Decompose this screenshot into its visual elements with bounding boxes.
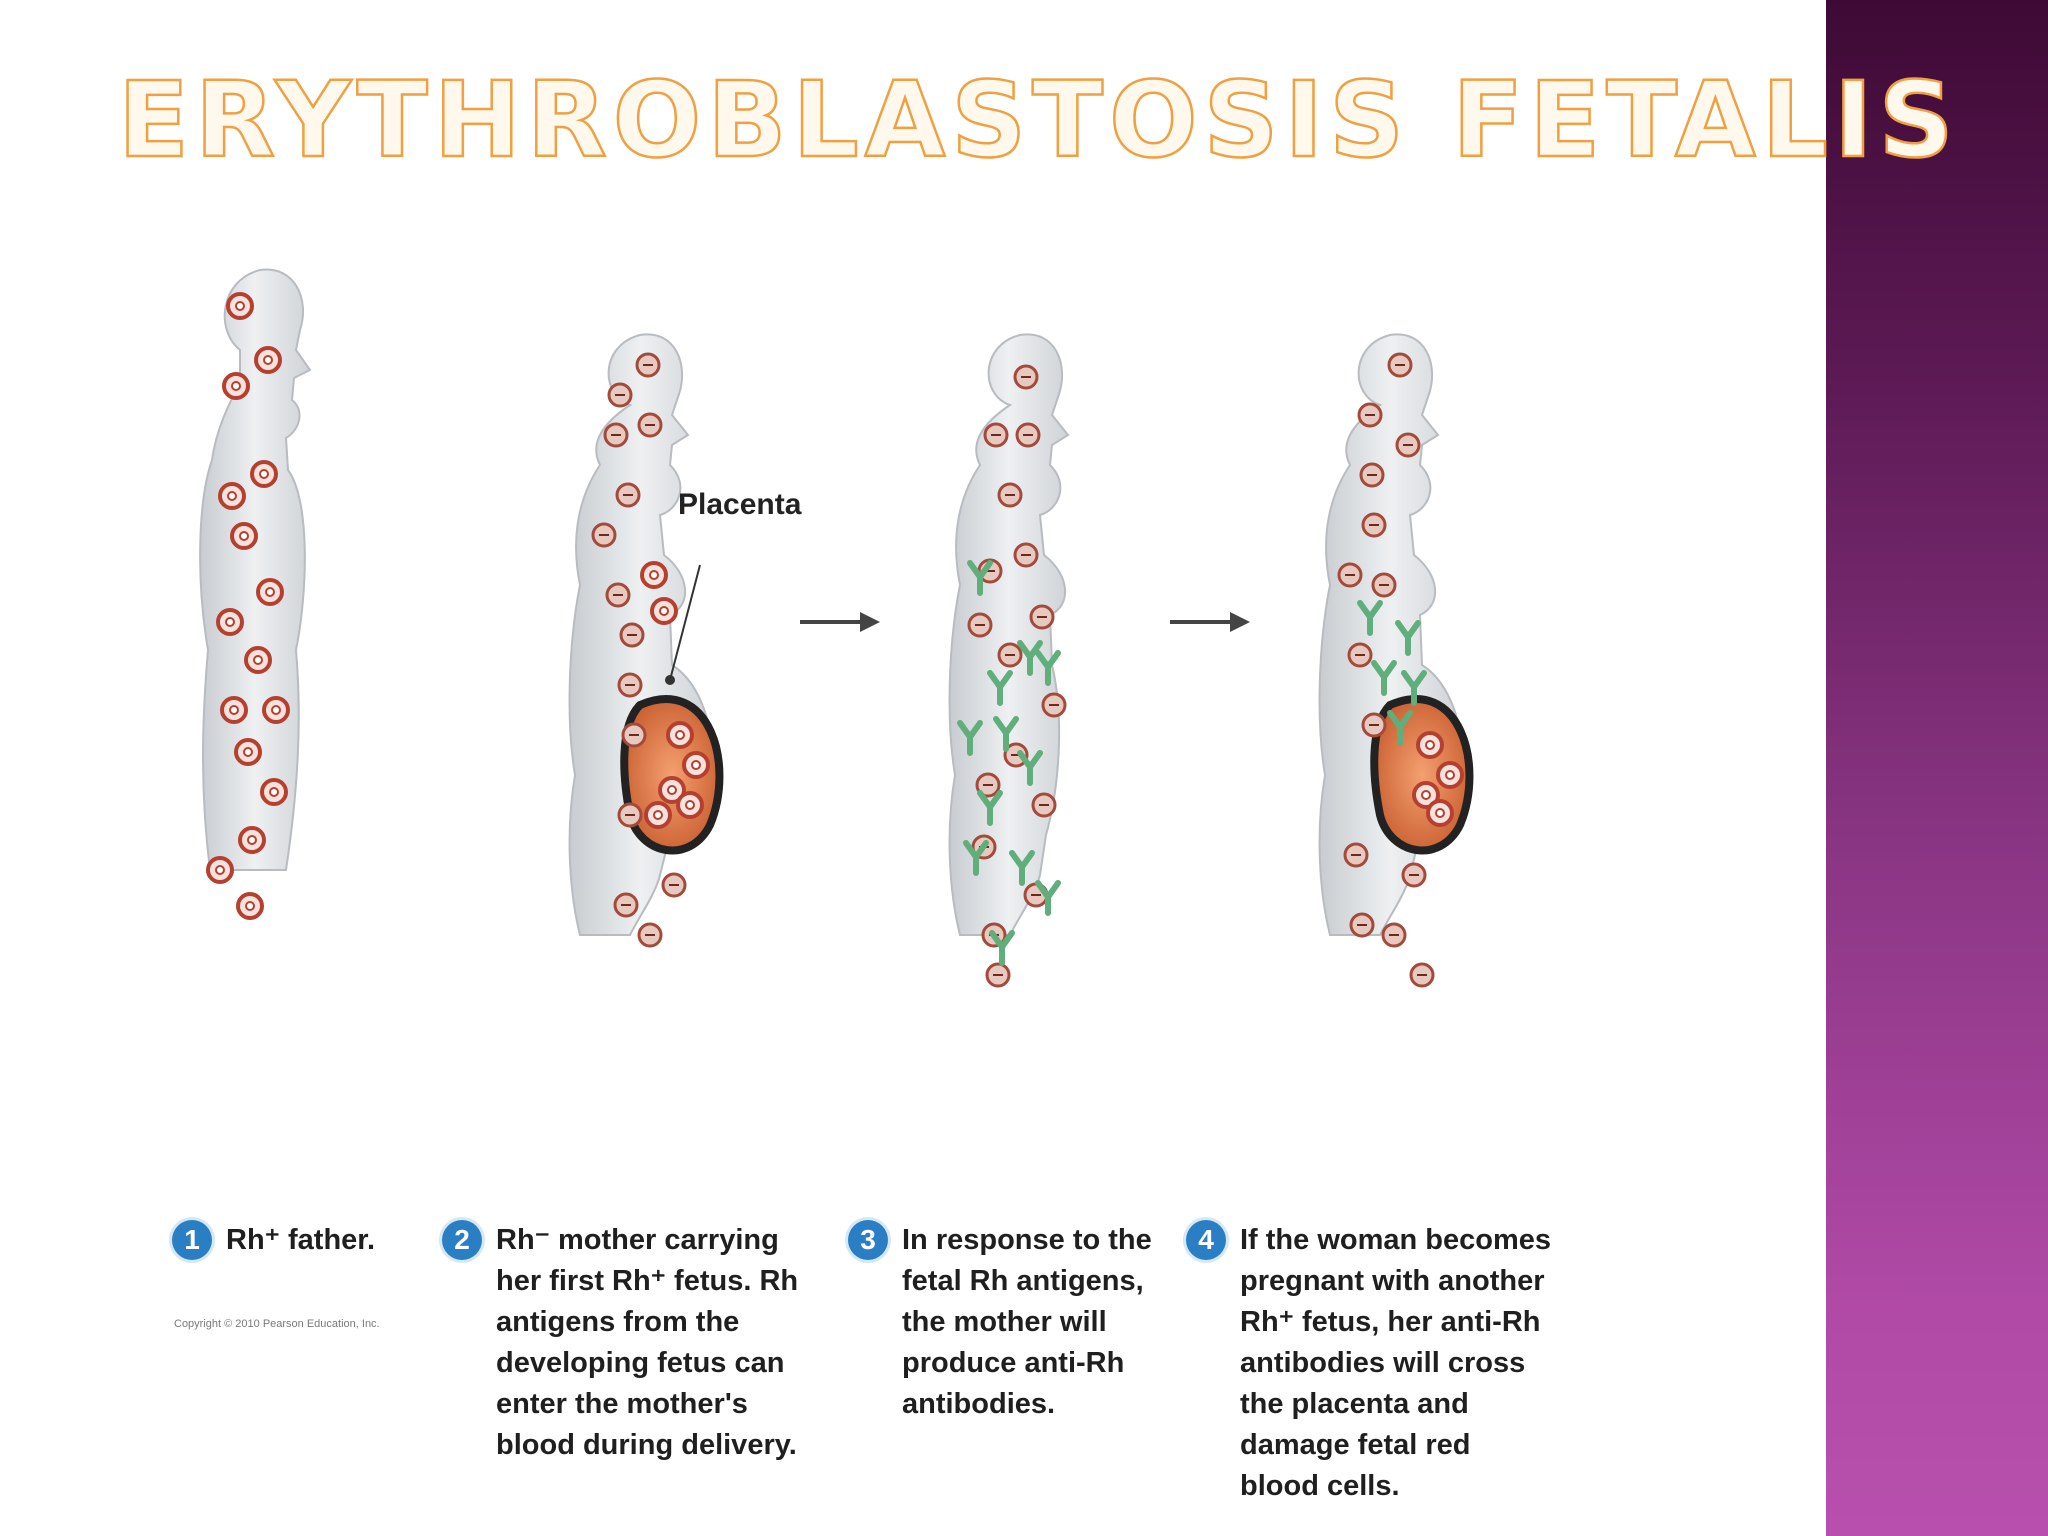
step-4: 4 If the woman becomes pregnant with ano…	[1186, 1220, 1551, 1507]
mother-antibodies-figure	[948, 333, 1070, 988]
step-1-number-badge: 1	[172, 1220, 212, 1260]
copyright-notice: Copyright © 2010 Pearson Education, Inc.	[174, 1318, 380, 1330]
step-3-text: In response to the fetal Rh antigens, th…	[902, 1224, 1152, 1420]
step-3-number-badge: 3	[848, 1220, 888, 1260]
step-3: 3 In response to the fetal Rh antigens, …	[848, 1220, 1152, 1425]
step-4-number-badge: 4	[1186, 1220, 1226, 1260]
rh-diagram: Placenta 1 Rh⁺ father. 2 Rh⁻ mother carr…	[160, 190, 1720, 1502]
step-4-text: If the woman becomes pregnant with anoth…	[1240, 1224, 1552, 1502]
mother-second-fetus-figure	[1318, 333, 1474, 988]
step-1-text: Rh⁺ father.	[226, 1224, 376, 1256]
step-2: 2 Rh⁻ mother carrying her first Rh⁺ fetu…	[442, 1220, 798, 1466]
slide-title: ERYTHROBLASTOSIS FETALIS	[117, 58, 1960, 182]
side-gradient-band	[1826, 0, 2048, 1536]
placenta-label: Placenta	[678, 488, 802, 521]
step-1: 1 Rh⁺ father.	[172, 1220, 375, 1261]
father-figure	[199, 268, 312, 920]
arrow-right-icon	[1170, 612, 1250, 632]
mother-first-fetus-figure	[568, 333, 724, 948]
step-2-text: Rh⁻ mother carrying her first Rh⁺ fetus.…	[496, 1224, 799, 1461]
step-2-number-badge: 2	[442, 1220, 482, 1260]
body-figures-svg	[199, 268, 1474, 988]
arrow-right-icon	[800, 612, 880, 632]
placenta-leader-line	[669, 564, 701, 681]
